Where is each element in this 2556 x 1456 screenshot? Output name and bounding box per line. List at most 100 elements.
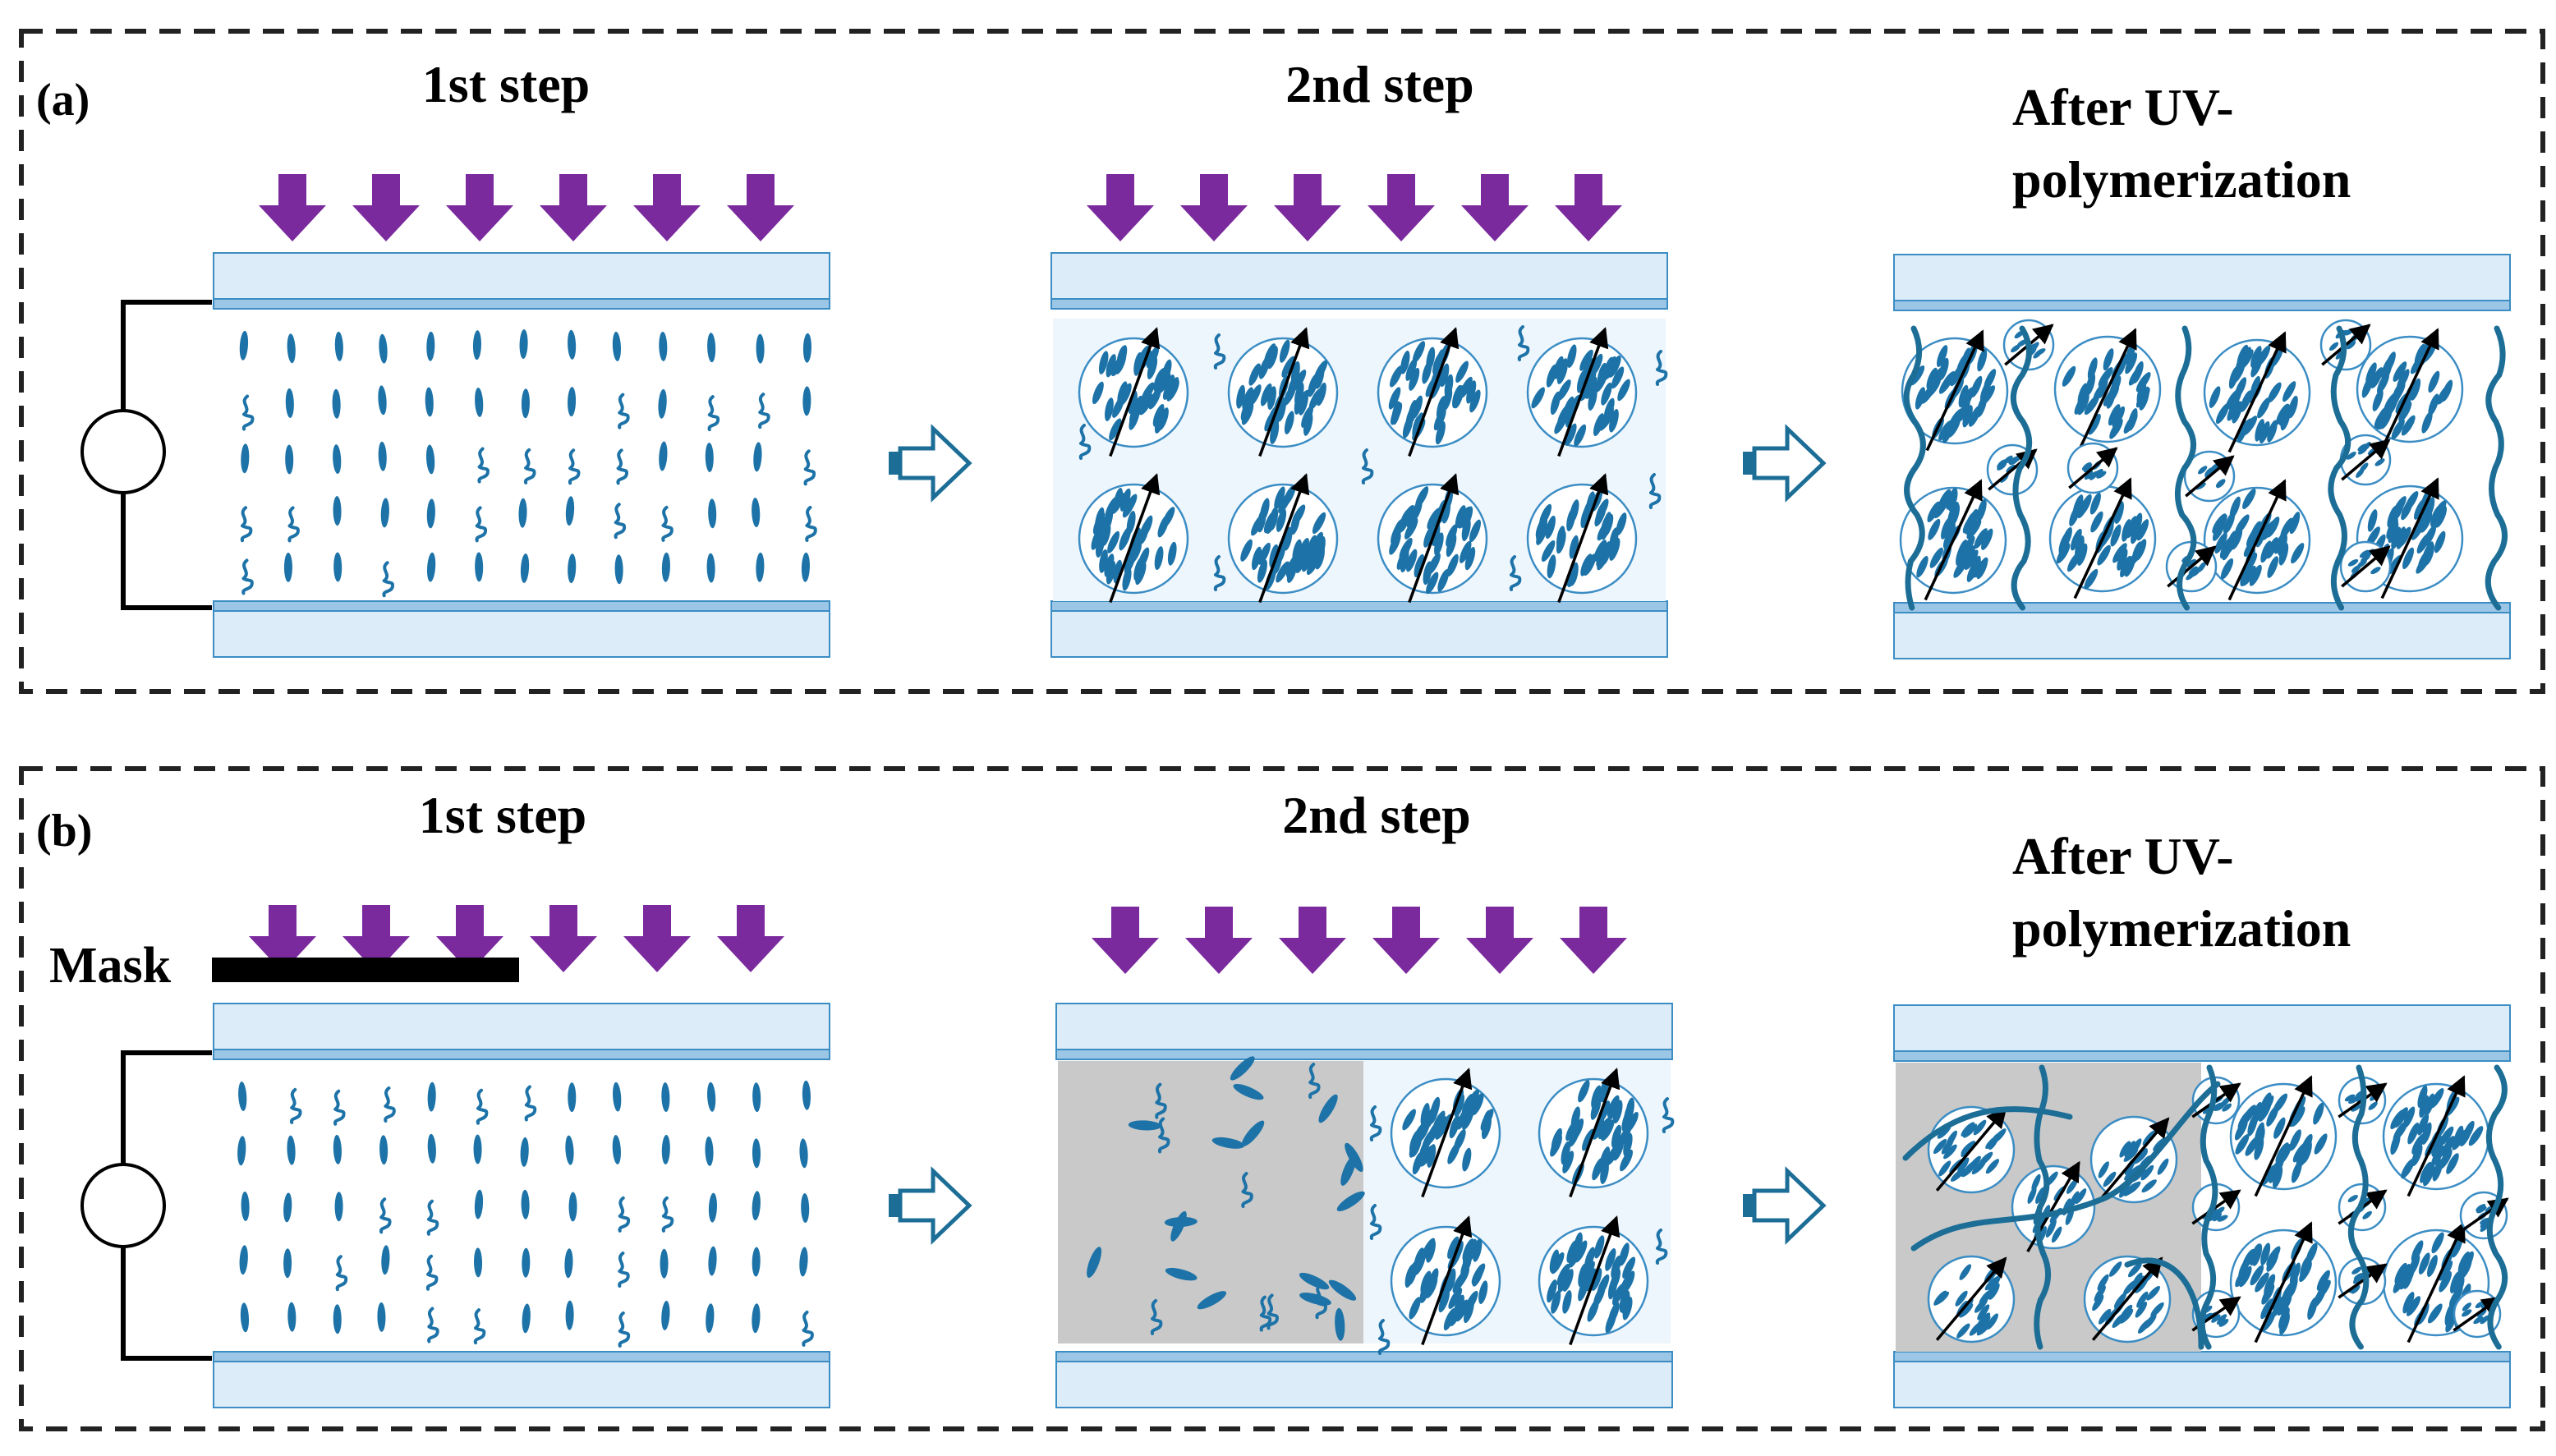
lc-molecule: [2220, 558, 2234, 580]
director-arrow: [1408, 327, 1460, 457]
lc-molecule: [1976, 498, 1987, 522]
monomer-molecule: [425, 1254, 439, 1291]
monomer-molecule: [333, 1089, 346, 1126]
lc-molecule: [2109, 418, 2123, 439]
lc-molecule: [1405, 358, 1418, 381]
polymer-network: [2347, 1064, 2370, 1350]
lc-molecule: [2088, 471, 2099, 480]
lc-molecule: [1295, 389, 1309, 411]
monomer-molecule: [1648, 473, 1662, 509]
lc-molecule: [2237, 1109, 2253, 1129]
lc-molecule: [2243, 536, 2259, 557]
lc-molecule: [1611, 1255, 1621, 1279]
lc-molecule: [241, 1191, 250, 1221]
lc-molecule: [2117, 548, 2128, 571]
lc-molecule: [1579, 349, 1593, 371]
monomer-molecule: [1078, 424, 1092, 460]
lc-droplet: [2356, 328, 2464, 450]
lc-molecule: [2276, 403, 2290, 425]
lc-molecule: [1593, 1084, 1607, 1106]
lc-molecule: [2112, 543, 2127, 563]
lc-molecule: [2112, 406, 2126, 428]
lc-molecule: [1409, 1129, 1420, 1153]
lc-molecule: [659, 441, 668, 471]
director-arrow: [2341, 545, 2391, 588]
lc-molecule: [2051, 1226, 2062, 1243]
lc-molecule: [2062, 365, 2076, 387]
lc-droplet: [1078, 473, 1189, 604]
lc-molecule: [1582, 1128, 1595, 1151]
lc-molecule: [1591, 1268, 1602, 1291]
lc-molecule: [2035, 348, 2046, 356]
uv-arrow-shape: [1461, 174, 1529, 241]
lc-molecule: [2075, 1188, 2087, 1205]
lc-molecule: [2480, 1217, 2491, 1225]
lc-molecule: [1547, 554, 1556, 579]
polymer-network: [2485, 325, 2508, 611]
monomer-molecule: [241, 394, 255, 431]
lc-molecule: [2232, 401, 2243, 424]
lc-molecule: [2348, 1096, 2359, 1105]
voltage-source-icon: [80, 300, 212, 610]
lc-molecule: [1402, 1109, 1416, 1131]
lc-molecule: [2402, 1106, 2416, 1128]
monomer-molecule: [473, 1308, 486, 1345]
polymer-network: [2485, 1064, 2508, 1350]
lc-molecule: [2077, 543, 2088, 566]
lc-molecule: [1597, 362, 1607, 387]
lc-molecule: [2035, 1187, 2045, 1204]
panel-b-step1-title: 1st step: [419, 786, 586, 844]
lc-droplet: [2203, 479, 2311, 601]
uv-arrow-shape: [1185, 907, 1253, 974]
uv-arrow-shape: [1466, 907, 1533, 974]
lc-molecule: [1167, 541, 1177, 566]
lc-molecule: [1592, 1157, 1604, 1181]
director-arrow: [2098, 1117, 2170, 1201]
lc-molecule: [2213, 1212, 2223, 1222]
lc-molecule: [1419, 1279, 1431, 1303]
lc-molecule: [2240, 563, 2251, 587]
lc-molecule: [1328, 1279, 1357, 1301]
wire-bottom: [121, 493, 212, 610]
lc-molecule: [2424, 1093, 2435, 1116]
monomer-molecule: [805, 505, 817, 542]
panel-a-label: (a): [36, 75, 90, 126]
lc-molecule: [1137, 345, 1150, 368]
lc-molecule: [2069, 1191, 2080, 1208]
lc-molecule: [2105, 384, 2120, 406]
uv-arrow-shape: [633, 174, 701, 241]
lc-molecule: [2423, 525, 2436, 547]
ito-electrode: [1050, 298, 1668, 310]
lc-molecule: [2098, 367, 2113, 387]
uv-arrow-icon: [342, 905, 410, 972]
lc-molecule: [1927, 501, 1941, 522]
lc-molecule: [2235, 1134, 2250, 1155]
director-arrow: [2341, 439, 2391, 481]
lc-molecule: [1551, 1128, 1562, 1151]
lc-molecule: [1260, 383, 1272, 406]
director-arrow: [1109, 473, 1161, 604]
lc-molecule: [1562, 1290, 1572, 1314]
lc-molecule: [1593, 1284, 1606, 1307]
lc-molecule: [1958, 384, 1969, 408]
lc-molecule: [1566, 344, 1577, 368]
lc-molecule: [1388, 387, 1401, 410]
lc-molecule: [2136, 1291, 2149, 1308]
lc-molecule: [1958, 400, 1970, 422]
lc-molecule: [1617, 379, 1630, 402]
lc-molecule: [2360, 462, 2369, 472]
lc-molecule: [1409, 367, 1420, 391]
lc-droplet: [1390, 1215, 1501, 1346]
panel-b-step3-title-line2: polymerization: [2012, 899, 2351, 958]
director-arrow: [1258, 473, 1310, 604]
lc-molecule: [1985, 1159, 2000, 1174]
lc-molecule: [1581, 1261, 1595, 1283]
lc-molecule: [1482, 1109, 1492, 1134]
lc-molecule: [1340, 1155, 1357, 1186]
lc-molecule: [2027, 1187, 2037, 1204]
lc-molecule: [2084, 395, 2099, 416]
lc-molecule: [2457, 1251, 2471, 1274]
lc-molecule: [333, 1134, 342, 1164]
lc-molecule: [1265, 567, 1276, 590]
hollow-arrow-icon: [1743, 424, 1827, 503]
